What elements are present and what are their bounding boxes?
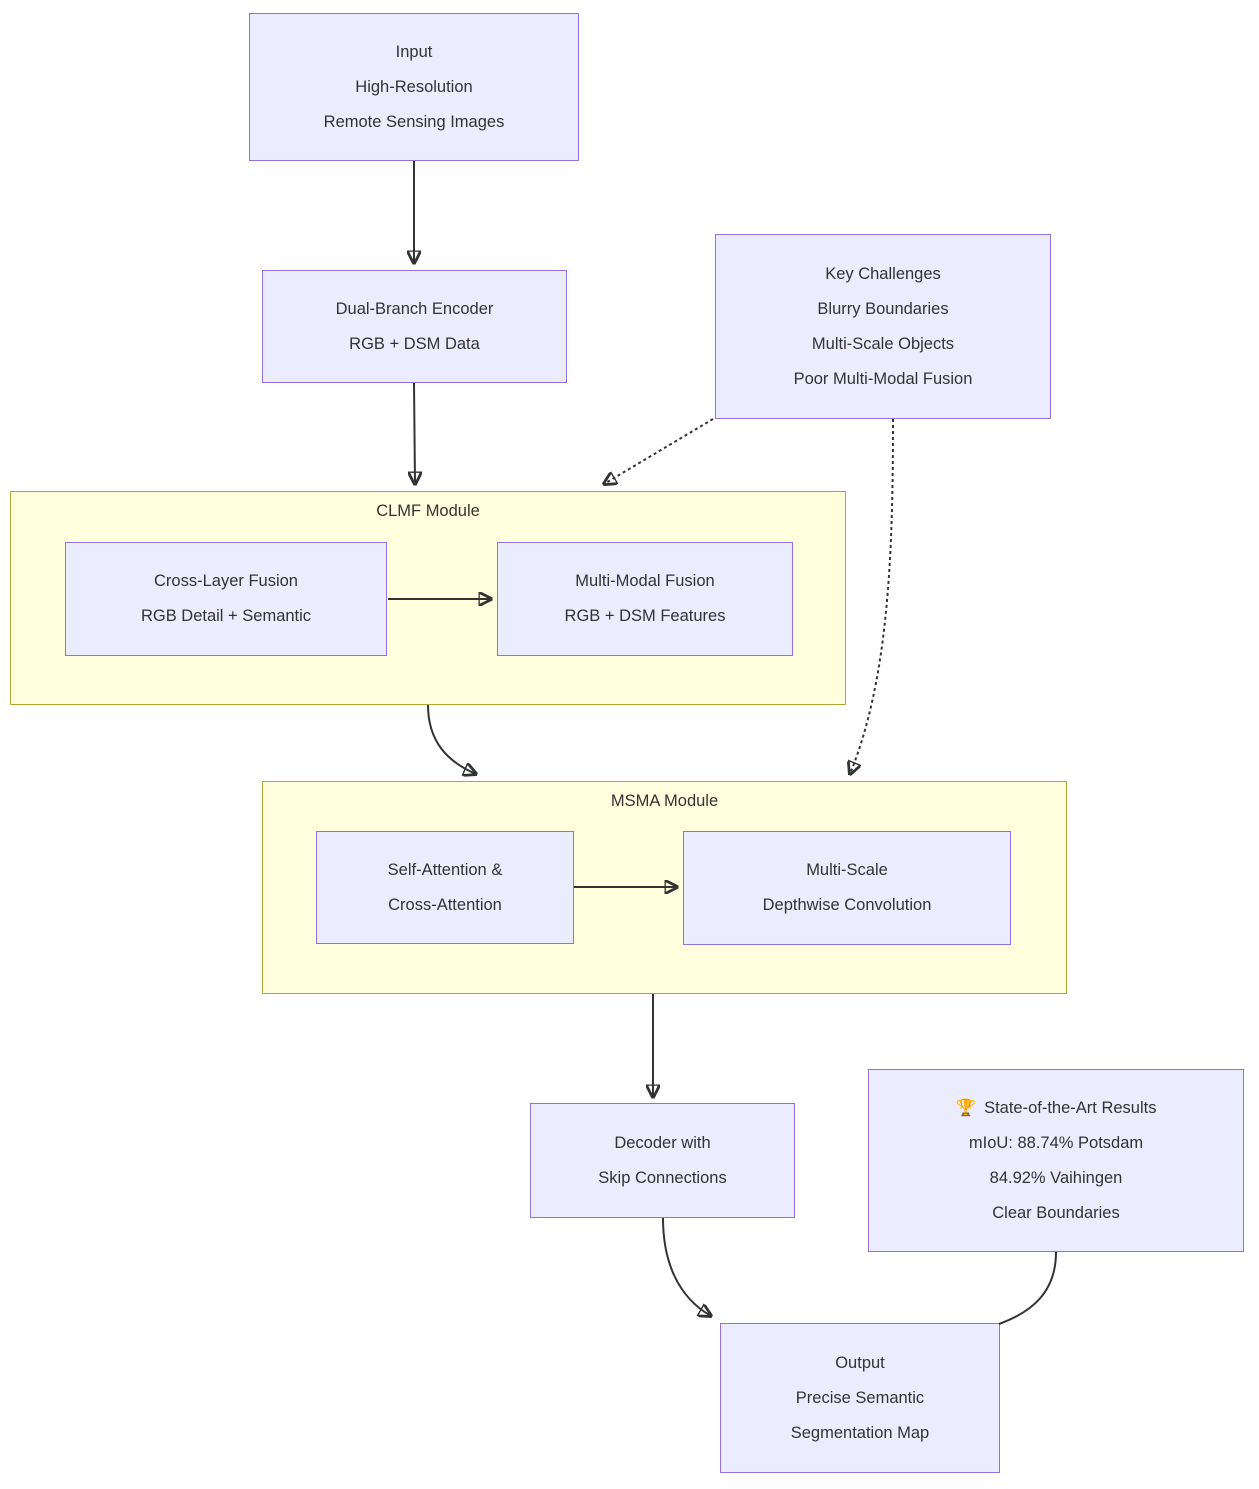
node-line: Decoder with [614, 1133, 711, 1152]
node-line: Cross-Layer Fusion [154, 572, 298, 590]
node-decoder: Decoder with Skip Connections [530, 1103, 795, 1218]
node-line: Precise Semantic [795, 1388, 925, 1407]
trophy-icon: 🏆 [955, 1098, 977, 1117]
node-line: Multi-Modal Fusion [575, 572, 715, 590]
node-line: RGB Detail + Semantic [140, 607, 312, 625]
node-input: Input High-Resolution Remote Sensing Ima… [249, 13, 579, 161]
node-line: Segmentation Map [790, 1423, 930, 1442]
node-line: Cross-Attention [388, 895, 502, 914]
node-line: Poor Multi-Modal Fusion [793, 369, 973, 388]
node-line: 🏆 State-of-the-Art Results [956, 1091, 1157, 1126]
node-line: Input [395, 42, 433, 61]
node-line: Multi-Scale Objects [811, 334, 955, 353]
edge-decoder-to-output [662, 1217, 711, 1316]
node-line: RGB + DSM Data [349, 334, 480, 353]
node-line: Blurry Boundaries [817, 299, 949, 318]
node-line: Skip Connections [598, 1168, 727, 1187]
edge-challenges-to-msma [850, 418, 894, 774]
node-line: Depthwise Convolution [762, 896, 932, 914]
edge-challenges-to-clmf [604, 418, 714, 484]
node-line: Key Challenges [825, 264, 941, 283]
node-line: mIoU: 88.74% Potsdam [968, 1133, 1144, 1152]
node-line: Clear Boundaries [992, 1203, 1120, 1222]
node-cross-layer-fusion: Cross-Layer Fusion RGB Detail + Semantic [65, 542, 387, 656]
edge-clmf-to-msma [427, 704, 476, 774]
edge-encoder-to-clmf [414, 382, 415, 484]
results-title: State-of-the-Art Results [984, 1098, 1157, 1117]
node-key-challenges: Key Challenges Blurry Boundaries Multi-S… [715, 234, 1051, 419]
node-line: High-Resolution [355, 77, 473, 96]
node-line: Self-Attention & [387, 860, 503, 879]
node-line: 84.92% Vaihingen [989, 1168, 1123, 1187]
node-self-cross-attention: Self-Attention & Cross-Attention [316, 831, 574, 944]
node-sota-results: 🏆 State-of-the-Art Results mIoU: 88.74% … [868, 1069, 1244, 1252]
node-line: Dual-Branch Encoder [335, 299, 494, 318]
node-line: Multi-Scale [806, 861, 888, 879]
node-dual-branch-encoder: Dual-Branch Encoder RGB + DSM Data [262, 270, 567, 383]
node-line: Remote Sensing Images [323, 112, 505, 131]
node-multiscale-depthwise: Multi-Scale Depthwise Convolution [683, 831, 1011, 945]
edge-results-to-output [998, 1251, 1057, 1325]
node-line: RGB + DSM Features [564, 607, 726, 625]
node-line: Output [835, 1353, 885, 1372]
clmf-module-label: CLMF Module [376, 502, 480, 520]
node-output: Output Precise Semantic Segmentation Map [720, 1323, 1000, 1473]
node-multi-modal-fusion: Multi-Modal Fusion RGB + DSM Features [497, 542, 793, 656]
msma-module-label: MSMA Module [610, 792, 719, 810]
